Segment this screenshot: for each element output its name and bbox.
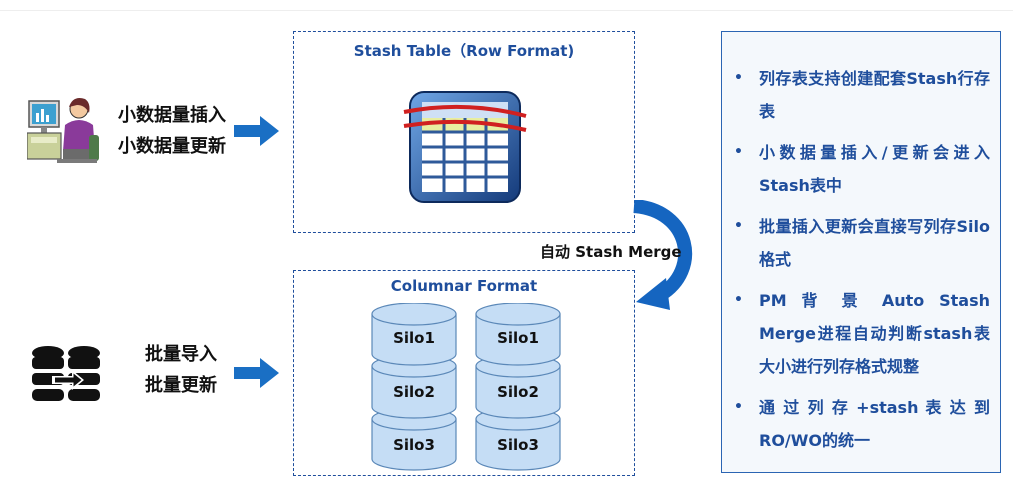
right-arrow-icon [234, 116, 279, 146]
bullet-item: • 列存表支持创建配套Stash行存表 [722, 62, 1000, 128]
silo-label: Silo3 [393, 436, 435, 454]
columnar-format-title: Columnar Format [390, 277, 538, 295]
bullet-dot-icon: • [734, 292, 743, 308]
bullet-dot-icon: • [734, 70, 743, 86]
bullet-item: • PM 背 景 Auto Stash Merge进程自动判断stash表大小进行… [722, 284, 1000, 383]
silo-label: Silo2 [497, 383, 539, 401]
bullet-text: PM 背 景 Auto Stash Merge进程自动判断stash表大小进行列… [759, 291, 990, 376]
bullet-dot-icon: • [734, 218, 743, 234]
bulk-update-label: 批量更新 [145, 375, 217, 396]
bulk-import-label: 批量导入 [145, 344, 217, 365]
silo-label: Silo1 [497, 329, 539, 347]
bullet-dot-icon: • [734, 399, 743, 415]
description-panel: •列存表支持创建配套Stash行存表 •小数据量插入/更新会进入Stash表中 … [721, 31, 1001, 473]
bullet-dot-icon: • [734, 144, 743, 160]
silo-column: Silo1 Silo2 Silo3 [369, 303, 459, 473]
bullet-item: • 批量插入更新会直接写列存Silo格式 [722, 210, 1000, 276]
columnar-format-box: Columnar Format Silo1 Silo2 Silo3 [293, 270, 635, 476]
silo-label: Silo2 [393, 383, 435, 401]
database-transfer-icon [32, 346, 100, 401]
auto-stash-merge-label: 自动 Stash Merge [540, 243, 682, 261]
computer-user-icon [27, 98, 99, 163]
bullet-list: •列存表支持创建配套Stash行存表 •小数据量插入/更新会进入Stash表中 … [722, 62, 1000, 465]
silo-label: Silo1 [393, 329, 435, 347]
small-data-labels: 小数据量插入 小数据量更新 [118, 100, 226, 162]
bullet-text: 列存表支持创建配套Stash行存表 [759, 69, 990, 121]
right-arrow-icon [234, 358, 279, 388]
bulk-data-labels: 批量导入 批量更新 [145, 339, 217, 401]
silo-column: Silo1 Silo2 Silo3 [473, 303, 563, 473]
stash-table-title: Stash Table（Row Format) [353, 42, 575, 60]
bullet-text: 小数据量插入/更新会进入Stash表中 [759, 143, 990, 195]
bullet-text: 批量插入更新会直接写列存Silo格式 [759, 217, 990, 269]
stash-table-box: Stash Table（Row Format) [293, 31, 635, 233]
bullet-text: 通 过 列 存 +stash 表 达 到 RO/WO的统一 [759, 398, 990, 450]
cylinder-stack-icon [371, 303, 457, 471]
bullet-item: • 通 过 列 存 +stash 表 达 到 RO/WO的统一 [722, 391, 1000, 457]
small-insert-label: 小数据量插入 [118, 105, 226, 126]
bullet-item: • 小数据量插入/更新会进入Stash表中 [722, 136, 1000, 202]
cylinder-stack-icon [475, 303, 561, 471]
table-icon [403, 91, 527, 203]
merge-curved-arrow-icon [633, 200, 693, 310]
small-update-label: 小数据量更新 [118, 136, 226, 157]
top-divider [0, 10, 1013, 11]
silo-label: Silo3 [497, 436, 539, 454]
